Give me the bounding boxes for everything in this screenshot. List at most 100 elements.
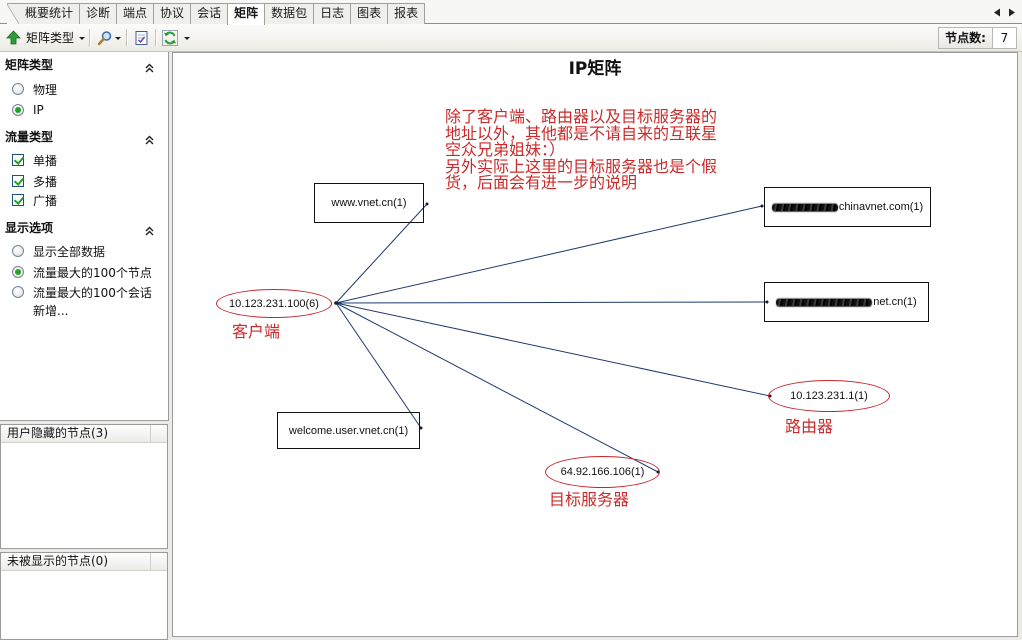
option-label: 广播 <box>33 193 58 208</box>
ip-matrix-canvas[interactable]: IP矩阵 除了客户端、路由器以及目标服务器的 地址以外，其他都是不请自来的互联星… <box>172 52 1018 637</box>
option-label: 多播 <box>33 174 58 189</box>
link-line-client-router <box>335 302 771 397</box>
radio-button[interactable] <box>12 286 24 298</box>
tab-summary[interactable]: 概要统计 <box>7 3 81 24</box>
node-target-server[interactable]: 64.92.166.106(1) <box>545 456 660 488</box>
section-header-display-options[interactable]: 显示选项 <box>0 219 160 237</box>
triangle-left-icon[interactable] <box>993 6 1001 17</box>
section-header-matrix-type[interactable]: 矩阵类型 <box>0 56 160 74</box>
tab-charts[interactable]: 图表 <box>350 3 389 24</box>
link-line-client-netcn <box>335 301 768 304</box>
view-tab-bar: 概要统计 诊断 端点 协议 会话 矩阵 数据包 日志 图表 报表 <box>0 0 1022 25</box>
tab-logs[interactable]: 日志 <box>313 3 352 24</box>
radio-button[interactable] <box>12 83 24 95</box>
redacted-mark <box>771 203 838 211</box>
option-label: 流量最大的100个会话 <box>33 285 152 300</box>
chevron-down-icon[interactable] <box>184 37 190 40</box>
toolbar-separator <box>89 29 91 47</box>
list-header: 用户隐藏的节点(3) <box>1 425 167 443</box>
node-label: chinavnet.com(1) <box>838 201 924 213</box>
option-label: 物理 <box>33 82 58 97</box>
annotation-line: 地址以外，其他都是不请自来的互联星 <box>445 123 718 143</box>
radio-option-top100-nodes[interactable]: 流量最大的100个节点 <box>12 262 152 282</box>
link-endpoint-dot <box>760 204 764 208</box>
radio-button[interactable] <box>12 104 24 116</box>
tab-packets[interactable]: 数据包 <box>264 3 315 24</box>
column-header-hidden-nodes[interactable]: 用户隐藏的节点(3) <box>1 425 151 442</box>
redacted-mark <box>776 298 873 306</box>
node-netcn[interactable]: net.cn(1) <box>764 282 929 322</box>
node-caption-target-server: 目标服务器 <box>549 490 630 509</box>
link-line-client-welcome <box>335 302 422 429</box>
section-header-traffic-type[interactable]: 流量类型 <box>0 128 160 146</box>
node-www-vnet[interactable]: www.vnet.cn(1) <box>314 183 424 223</box>
triangle-right-icon[interactable] <box>1008 6 1016 17</box>
radio-button[interactable] <box>12 266 24 278</box>
tab-protocols[interactable]: 协议 <box>153 3 192 24</box>
column-header-undisplayed-nodes[interactable]: 未被显示的节点(0) <box>1 553 151 570</box>
section-title: 矩阵类型 <box>5 58 54 72</box>
link-endpoint-dot <box>765 300 769 304</box>
checkbox-option-multicast[interactable]: 多播 <box>12 171 57 191</box>
green-up-arrow-icon[interactable] <box>6 30 21 48</box>
section-title: 显示选项 <box>5 221 54 235</box>
checkbox[interactable] <box>12 194 24 206</box>
matrix-type-button[interactable]: 矩阵类型 <box>26 31 75 45</box>
annotation-line: 另外实际上这里的目标服务器也是个假 <box>445 156 718 176</box>
option-label: 单播 <box>33 153 58 168</box>
tab-reports[interactable]: 报表 <box>387 3 426 24</box>
checkbox-option-unicast[interactable]: 单播 <box>12 150 57 170</box>
checkbox-option-broadcast[interactable]: 广播 <box>12 190 57 210</box>
annotation-note: 除了客户端、路由器以及目标服务器的 地址以外，其他都是不请自来的互联星 空众兄弟… <box>445 107 718 192</box>
chevron-down-icon[interactable] <box>115 37 121 40</box>
matrix-toolbar: 矩阵类型 节点数: 7 <box>0 24 1022 52</box>
node-count-label: 节点数: <box>938 27 993 49</box>
chevron-down-icon[interactable] <box>79 37 85 40</box>
undisplayed-nodes-panel: 未被显示的节点(0) <box>0 552 168 640</box>
node-label: welcome.user.vnet.cn(1) <box>288 424 409 437</box>
node-label: www.vnet.cn(1) <box>331 197 407 209</box>
tab-sessions[interactable]: 会话 <box>190 3 229 24</box>
list-header: 未被显示的节点(0) <box>1 553 167 571</box>
node-router[interactable]: 10.123.231.1(1) <box>768 380 890 412</box>
document-check-icon[interactable] <box>134 30 149 49</box>
tab-matrix[interactable]: 矩阵 <box>227 3 266 25</box>
link-endpoint-dot <box>419 426 423 430</box>
double-chevron-up-icon[interactable] <box>145 132 154 145</box>
hidden-nodes-panel: 用户隐藏的节点(3) <box>0 424 168 549</box>
matrix-options-panel: 矩阵类型 物理 IP 流量类型 单播 多播 广播 显示选项 显 <box>0 52 169 421</box>
column-header-empty[interactable] <box>151 425 167 442</box>
option-label: 流量最大的100个节点 <box>33 265 152 280</box>
node-caption-client: 客户端 <box>232 322 281 341</box>
magnifier-icon[interactable] <box>97 30 113 49</box>
node-label: 64.92.166.106(1) <box>560 466 645 478</box>
tab-diagnosis[interactable]: 诊断 <box>79 3 118 24</box>
toolbar-separator <box>126 29 128 47</box>
double-chevron-up-icon[interactable] <box>145 223 154 236</box>
checkbox[interactable] <box>12 154 24 166</box>
radio-option-top100-sessions[interactable]: 流量最大的100个会话 <box>12 282 152 302</box>
add-option-link[interactable]: 新增... <box>33 304 69 318</box>
option-label: 显示全部数据 <box>33 244 106 259</box>
toolbar-separator <box>155 29 157 47</box>
tab-endpoints[interactable]: 端点 <box>116 3 155 24</box>
node-label: 10.123.231.1(1) <box>790 390 868 402</box>
radio-option-ip[interactable]: IP <box>12 100 44 120</box>
double-chevron-up-icon[interactable] <box>145 60 154 73</box>
node-welcome-user-vnet[interactable]: welcome.user.vnet.cn(1) <box>277 412 420 449</box>
link-endpoint-dot <box>334 301 338 305</box>
radio-option-show-all[interactable]: 显示全部数据 <box>12 241 105 261</box>
node-label: net.cn(1) <box>873 296 917 308</box>
checkbox[interactable] <box>12 175 24 187</box>
section-title: 流量类型 <box>5 130 54 144</box>
column-header-empty[interactable] <box>151 553 167 570</box>
refresh-icon[interactable] <box>162 30 178 49</box>
link-endpoint-dot <box>425 202 429 206</box>
node-chinavnet[interactable]: chinavnet.com(1) <box>764 187 931 227</box>
radio-button[interactable] <box>12 245 24 257</box>
annotation-line: 除了客户端、路由器以及目标服务器的 <box>445 107 718 126</box>
radio-option-physical[interactable]: 物理 <box>12 79 57 99</box>
annotation-line: 空众兄弟姐妹：） <box>445 140 566 160</box>
node-label: 10.123.231.100(6) <box>229 297 319 310</box>
node-client[interactable]: 10.123.231.100(6) <box>216 289 332 318</box>
